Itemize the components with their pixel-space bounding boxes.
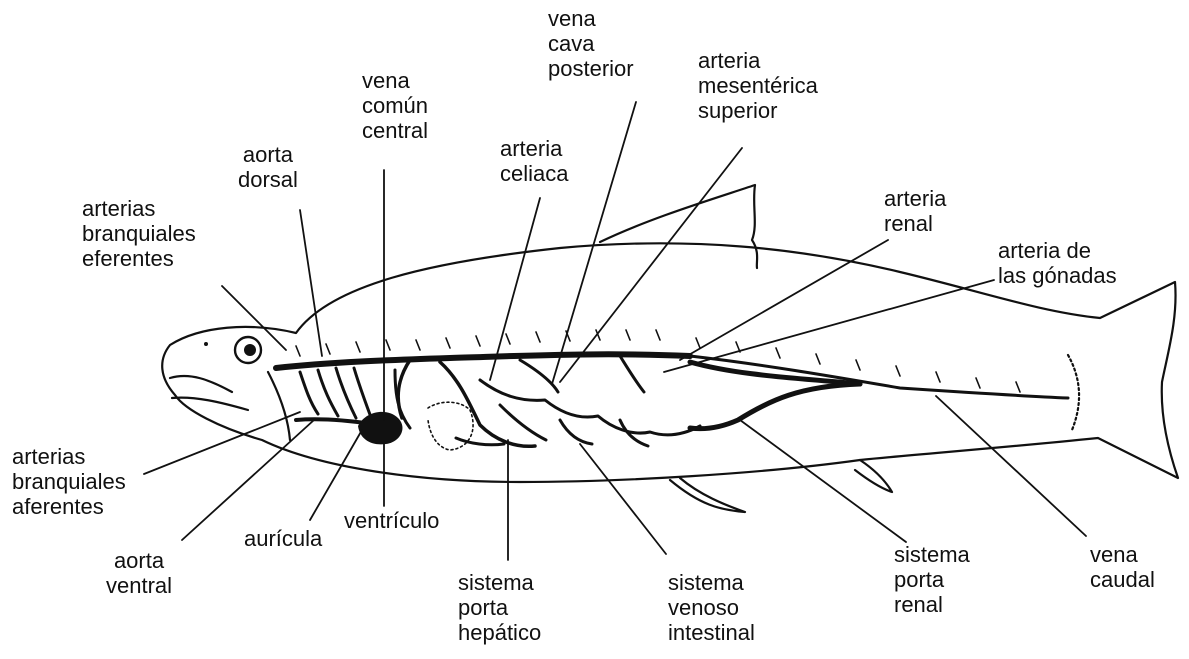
anal-fin (855, 460, 892, 492)
pelvic-fin (670, 478, 745, 512)
leader-auricula (310, 430, 362, 520)
tail-dotted-line (1068, 355, 1079, 430)
nostril (204, 342, 208, 346)
label-auricula: aurícula (244, 526, 322, 551)
label-sistema-venoso-intestinal: sistema venoso intestinal (668, 570, 755, 645)
leader-aferentes (144, 412, 300, 474)
label-sistema-porta-renal: sistema porta renal (894, 542, 970, 617)
label-aorta-dorsal: aorta dorsal (238, 142, 298, 192)
leader-renal (680, 240, 888, 360)
leader-venoso-intestinal (580, 444, 666, 554)
posterior-vessel (690, 356, 1068, 398)
mouth (170, 376, 232, 392)
label-ventriculo: ventrículo (344, 508, 439, 533)
label-arteria-gonadas: arteria de las gónadas (998, 238, 1117, 288)
label-vena-comun-central: vena común central (362, 68, 428, 143)
label-aorta-ventral: aorta ventral (106, 548, 172, 598)
eye-pupil (244, 344, 256, 356)
label-arteria-celiaca: arteria celiaca (500, 136, 568, 186)
caudal-vein-vessel (690, 362, 860, 384)
leader-eferentes (222, 286, 286, 350)
label-vena-cava-posterior: vena cava posterior (548, 6, 634, 81)
leader-gonadas (664, 280, 994, 372)
label-arterias-branquiales-aferentes: arterias branquiales aferentes (12, 444, 126, 519)
leader-vena-caudal (936, 396, 1086, 536)
leader-aorta-ventral (182, 420, 314, 540)
label-sistema-porta-hepatico: sistema porta hepático (458, 570, 541, 645)
renal-portal-vessel (690, 384, 860, 429)
gill-arches (300, 368, 372, 420)
leader-aorta-dorsal (300, 210, 322, 356)
heart (358, 412, 402, 444)
celiac-artery-vessel (398, 360, 535, 446)
leader-porta-renal (740, 420, 906, 542)
label-arteria-renal: arteria renal (884, 186, 946, 236)
dorsal-fin (600, 185, 757, 268)
label-arterias-branquiales-eferentes: arterias branquiales eferentes (82, 196, 196, 271)
label-vena-caudal: vena caudal (1090, 542, 1155, 592)
label-arteria-mesenterica-superior: arteria mesentérica superior (698, 48, 818, 123)
operculum (268, 372, 290, 440)
